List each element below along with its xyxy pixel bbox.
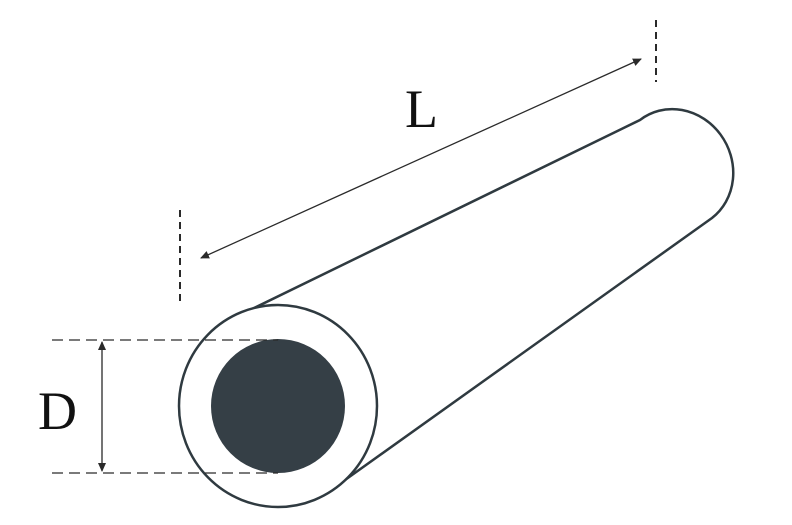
diameter-label: D: [38, 381, 77, 441]
length-dimension-arrow: [200, 58, 642, 259]
cylinder-core: [211, 339, 345, 473]
length-label: L: [405, 79, 438, 139]
